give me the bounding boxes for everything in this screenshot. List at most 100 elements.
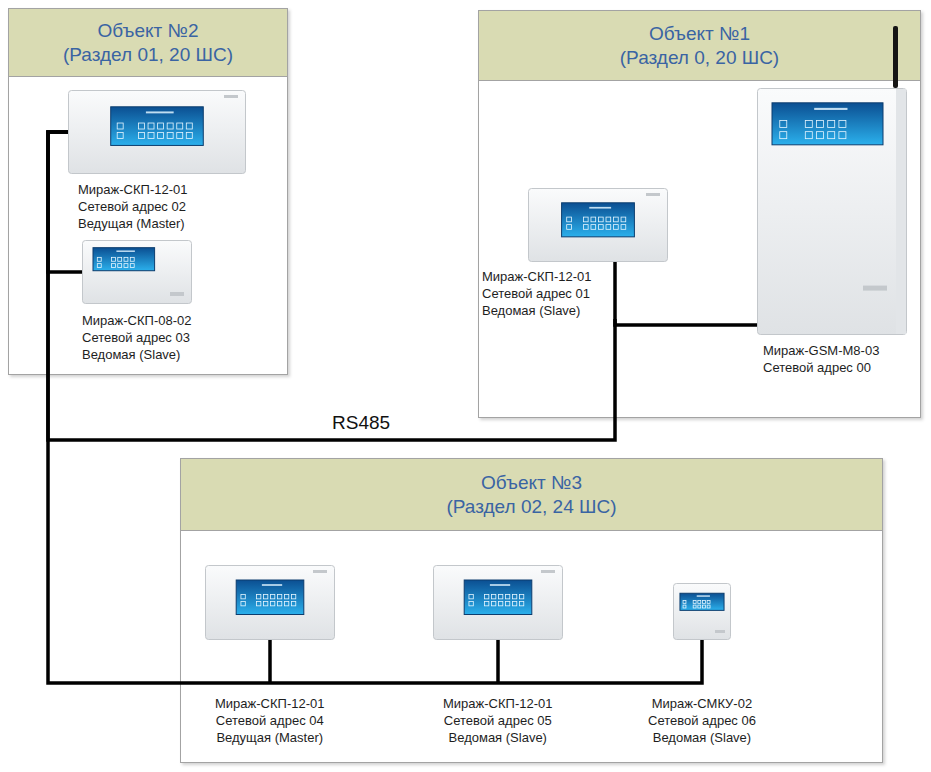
screen-button [117, 123, 123, 129]
screen-button [567, 225, 572, 230]
screen-button [598, 217, 603, 222]
device-screen [236, 580, 304, 615]
screen-button [148, 133, 154, 139]
device-body [529, 189, 668, 262]
screen-button [683, 605, 686, 608]
screen-button [138, 133, 144, 139]
device-label: Мираж-СМКУ-02 [648, 695, 756, 712]
device-label: Ведущая (Master) [215, 729, 324, 746]
device-caption: Мираж-СКП-12-01Сетевой адрес 04Ведущая (… [215, 695, 324, 746]
device-caption: Мираж-СКП-12-01Сетевой адрес 01Ведомая (… [482, 268, 591, 319]
screen-button [512, 601, 516, 605]
device-logo [541, 570, 555, 573]
screen-button [614, 225, 619, 230]
device: Мираж-СКП-08-02Сетевой адрес 03Ведомая (… [82, 240, 202, 363]
antenna-rod [893, 26, 898, 88]
device: Мираж-GSM-M8-03Сетевой адрес 00 [757, 88, 907, 376]
screen-button [491, 601, 495, 605]
screen-button [702, 605, 705, 608]
screen-button [780, 120, 787, 127]
device-label: Ведомая (Slave) [482, 302, 591, 319]
screen-button [828, 132, 835, 139]
screen-button [707, 605, 710, 608]
screen-button [284, 601, 288, 605]
screen-button [130, 264, 134, 268]
rs485-wire [345, 681, 423, 685]
screen-button [707, 600, 710, 603]
device-lead [82, 240, 83, 241]
device-caption: Мираж-СКП-12-01Сетевой адрес 05Ведомая (… [443, 695, 552, 746]
screen-title-bar [814, 108, 847, 110]
screen-button [698, 600, 701, 603]
device: Мираж-СКП-12-01Сетевой адрес 01Ведомая (… [478, 188, 668, 319]
device-screen [680, 593, 724, 610]
rs485-wire [573, 681, 640, 685]
screen-button [583, 217, 588, 222]
screen-button [118, 257, 122, 261]
screen-button [817, 132, 824, 139]
device-logo [646, 193, 660, 196]
screen-button [138, 123, 144, 129]
device-label: Мираж-СКП-12-01 [443, 695, 552, 712]
object-header: Объект №1(Раздел 0, 20 ШС) [479, 11, 920, 81]
screen-title-bar [697, 595, 710, 597]
screen-button [270, 601, 274, 605]
screen-button [291, 594, 295, 598]
screen-button [805, 120, 812, 127]
device-label: Сетевой адрес 05 [443, 712, 552, 729]
screen-button [263, 594, 267, 598]
screen-button [780, 132, 787, 139]
screen-button [167, 133, 173, 139]
device-wire [640, 640, 702, 683]
device-body [69, 91, 246, 174]
screen-button [839, 132, 846, 139]
screen-button [118, 264, 122, 268]
screen-title-bar [589, 207, 611, 209]
screen-button [97, 264, 101, 268]
device-image [528, 188, 668, 262]
screen-button [683, 600, 686, 603]
screen-button [621, 225, 626, 230]
screen-button [186, 123, 192, 129]
object-heading: Объект №3 [481, 471, 582, 495]
screen-button [498, 594, 502, 598]
device-label: Ведомая (Slave) [443, 729, 552, 746]
screen-button [97, 257, 101, 261]
screen-button [583, 225, 588, 230]
device-wire [423, 681, 573, 685]
object-header: Объект №3(Раздел 02, 24 ШС) [181, 459, 882, 531]
device-screen [562, 203, 635, 237]
device-wire [613, 262, 617, 319]
device-lead [68, 90, 69, 91]
device-label: Ведомая (Slave) [648, 729, 756, 746]
device: Мираж-СКП-12-01Сетевой адрес 05Ведомая (… [423, 565, 573, 746]
device-screen [111, 107, 204, 146]
screen-button [828, 120, 835, 127]
antenna [893, 26, 899, 88]
screen-button [186, 133, 192, 139]
device-caption: Мираж-GSM-M8-03Сетевой адрес 00 [763, 342, 879, 376]
device-logo [170, 292, 184, 296]
device-caption: Мираж-СКП-08-02Сетевой адрес 03Ведомая (… [82, 312, 191, 363]
device-label: Мираж-СКП-08-02 [82, 312, 191, 329]
screen-button [130, 257, 134, 261]
screen-button [805, 132, 812, 139]
screen-button [469, 601, 473, 605]
device-label: Сетевой адрес 03 [82, 329, 191, 346]
device-image [205, 565, 335, 640]
device-image [68, 90, 246, 174]
device-label: Ведомая (Slave) [82, 346, 191, 363]
device-label: Ведущая (Master) [78, 215, 187, 232]
screen-button [491, 594, 495, 598]
screen-button [124, 264, 128, 268]
device-logo [863, 286, 887, 291]
object-area: Объект №2(Раздел 01, 20 ШС)Мираж-СКП-12-… [8, 8, 288, 375]
screen-button [148, 123, 154, 129]
device-wire [496, 640, 500, 683]
device-label: Мираж-СКП-12-01 [78, 181, 187, 198]
screen-button [469, 594, 473, 598]
screen-button [698, 605, 701, 608]
screen-button [291, 601, 295, 605]
